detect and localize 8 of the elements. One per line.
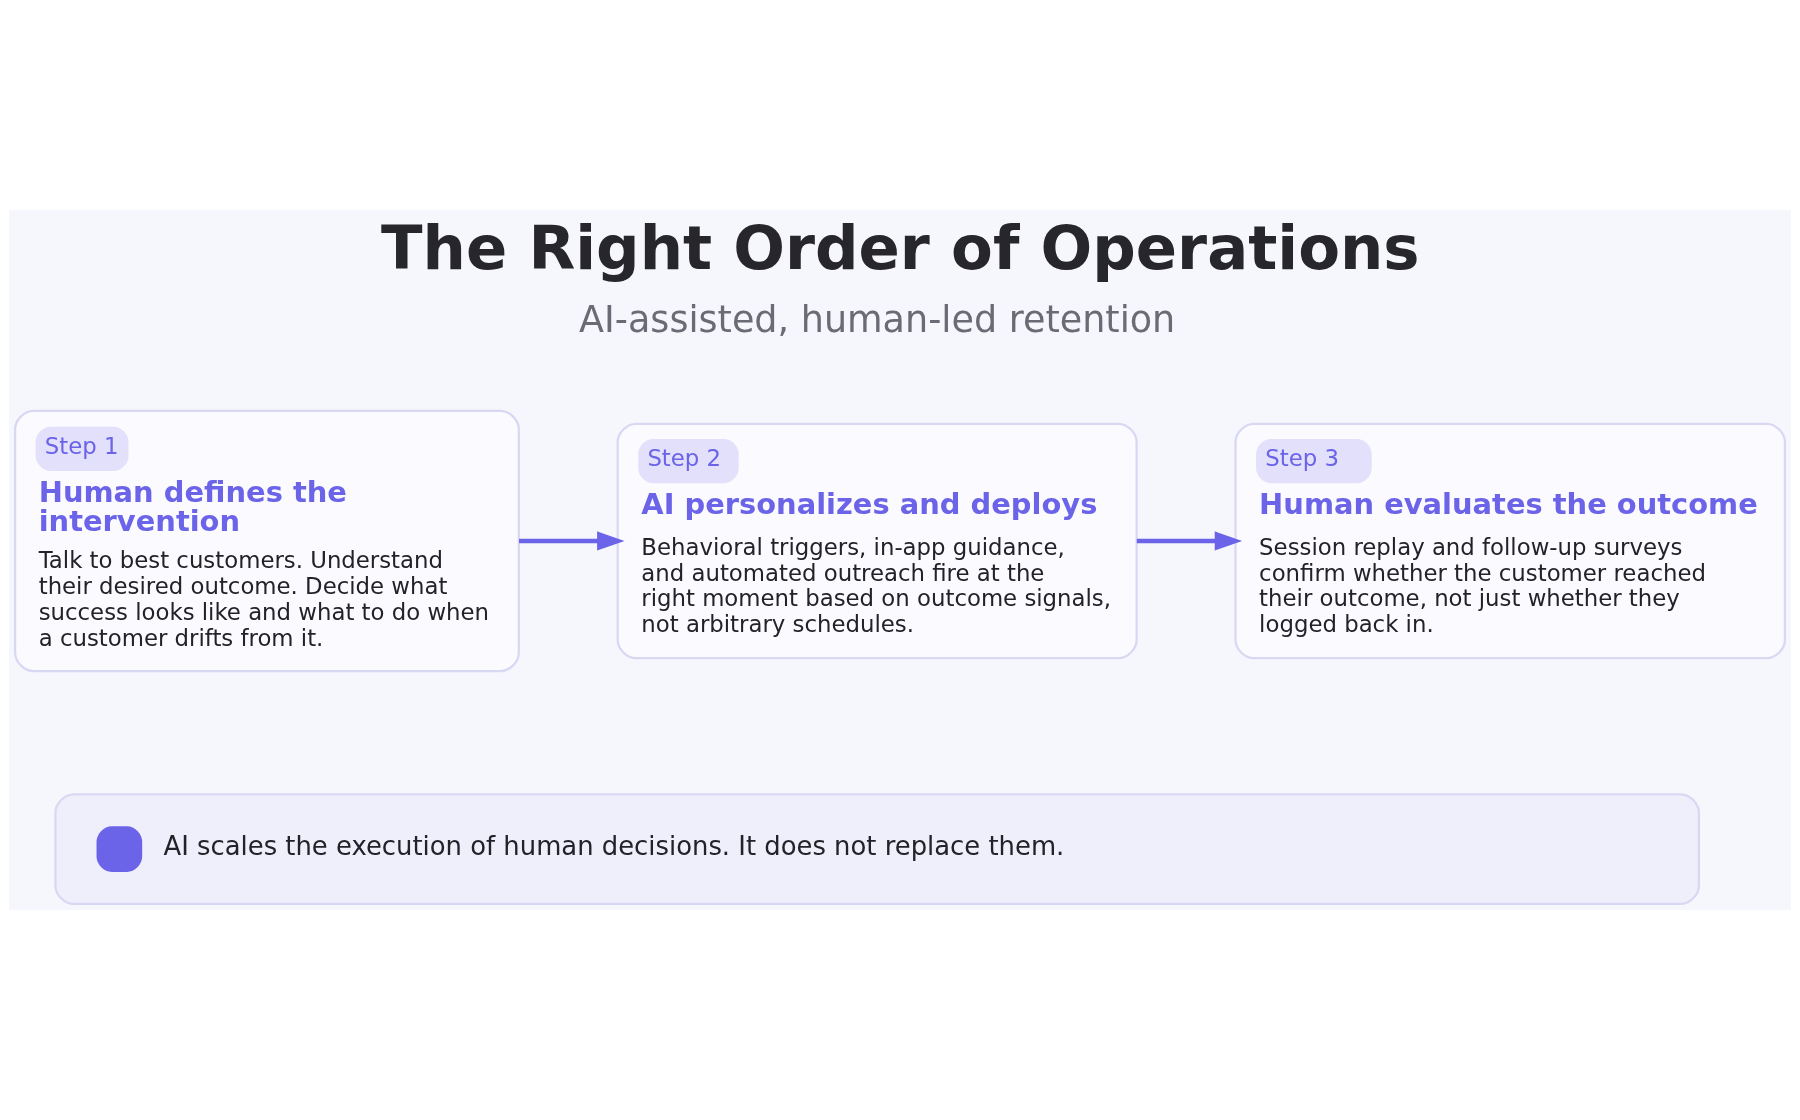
node-box: Step 3 Human evaluates the outcome Session replay and follow-up surveys confirm whether the customer reached their outcome, not just whether they logged back in. bbox=[1234, 422, 1787, 660]
diagram-title: The Right Order of Operations bbox=[381, 213, 1420, 284]
node-box: Step 1 Human defines the intervention Talk to best customers. Understand their desired outcome. Decide what success looks like and what to do when a customer drifts from it. bbox=[13, 409, 520, 673]
label: AI-assisted, human-led retention bbox=[579, 298, 1176, 342]
arrow bbox=[1136, 531, 1243, 551]
arrow bbox=[519, 531, 625, 551]
node-box: Step 2 AI personalizes and deploys Behavioral triggers, in-app guidance, and automated outreach fire at the right moment based on outcome signals, not arbitrary schedules. bbox=[616, 422, 1138, 660]
node-box: AI scales the execution of human decisions. It does not replace them. bbox=[54, 793, 1701, 906]
